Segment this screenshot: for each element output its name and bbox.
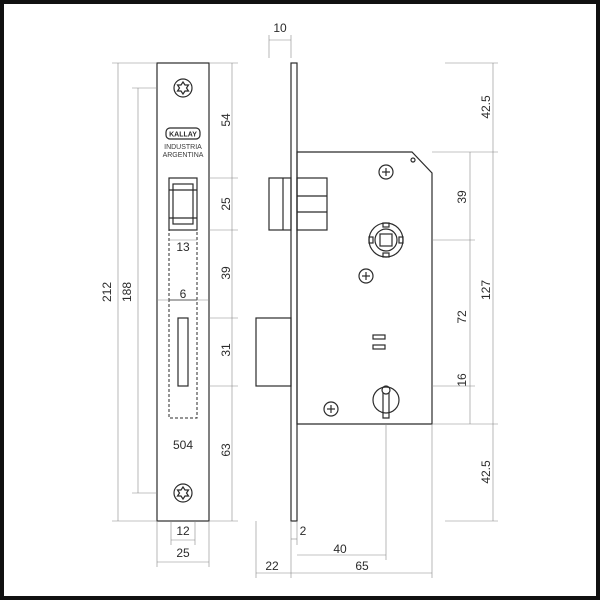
bolt-hidden-outline [168,299,198,419]
bottom-screw-icon [173,483,193,503]
dim-top-offset: 42.5 [479,95,493,119]
dim-latch-projection: 22 [265,559,279,573]
dim-key-to-bottom: 16 [455,373,469,387]
keyhole-icon [372,385,400,419]
dim-plate-width: 25 [176,546,190,560]
dim-bottom-offset: 42.5 [479,460,493,484]
dim-top-to-latch: 54 [219,113,233,127]
front-plate-outline [156,62,210,522]
spindle-follower [368,222,404,258]
model-number: 504 [173,438,193,452]
dim-latch-to-follower: 39 [455,190,469,204]
dead-bolt [255,317,292,387]
dim-inner-width: 12 [176,524,190,538]
front-plate-view: KALLAY INDUSTRIA ARGENTINA 504 13 6 [100,62,238,567]
brand-logo-text: KALLAY [169,132,197,139]
dim-bolt-height: 31 [219,343,233,357]
latch-opening [168,177,198,231]
slot-lower [372,344,386,350]
dim-follower-to-key: 72 [455,310,469,324]
latch-bolt [268,177,328,231]
slot-upper [372,334,386,340]
dim-backset: 40 [333,542,347,556]
bolt-slot [177,317,189,387]
dim-body-depth: 65 [355,559,369,573]
lock-case-body [296,151,433,425]
dim-plate-thin: 2 [300,524,307,538]
top-screw-icon [173,78,193,98]
brand-line-2: ARGENTINA [163,152,204,159]
dim-latch-height: 25 [219,197,233,211]
dim-bolt-width: 6 [180,287,187,301]
case-screw-middle-icon [358,268,374,284]
brand-logo [165,127,201,140]
dim-bottom: 63 [219,443,233,457]
brand-line-1: INDUSTRIA [164,144,202,151]
dim-faceplate-thickness: 10 [273,21,287,35]
dim-screw-spacing: 188 [120,282,134,302]
case-screw-bottom-icon [323,401,339,417]
case-screw-top-icon [378,164,394,180]
side-faceplate [290,62,298,522]
side-view: 10 42.5 39 127 72 16 42.5 2 40 22 65 [255,21,498,578]
dim-gap: 39 [219,266,233,280]
dim-body-height: 127 [479,280,493,300]
dim-total-height: 212 [100,282,114,302]
dim-latch-width: 13 [176,240,190,254]
